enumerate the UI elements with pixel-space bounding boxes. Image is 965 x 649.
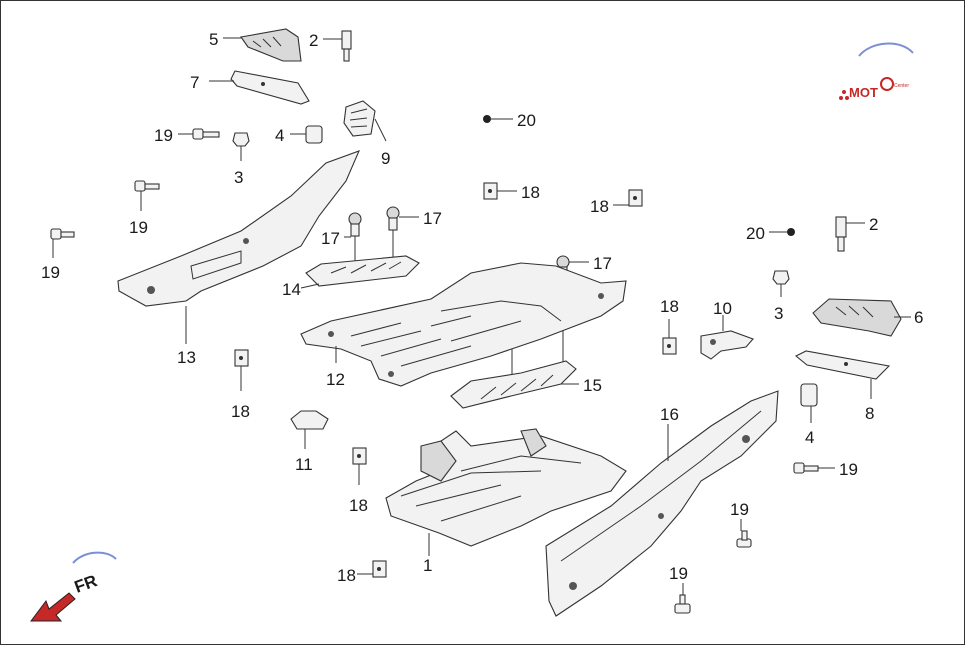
callout-4-right: 4 — [805, 428, 814, 447]
callout-5: 5 — [209, 30, 218, 49]
part-15-floor-mat — [450, 360, 577, 409]
part-18-clip-d — [662, 337, 677, 355]
front-direction-arrow: FR — [30, 551, 117, 622]
part-18-clip-a — [483, 182, 498, 200]
callout-19-c: 19 — [41, 263, 60, 282]
part-20-dot-right — [787, 228, 795, 236]
callout-18-f: 18 — [337, 566, 356, 585]
part-4-spacer-top — [305, 125, 323, 144]
callout-20-left: 20 — [517, 111, 536, 130]
part-1-under-cover — [385, 428, 627, 547]
part-19-screw-b — [134, 180, 160, 192]
part-20-dot-left — [483, 115, 491, 123]
callout-17-a: 17 — [321, 229, 340, 248]
callout-15: 15 — [583, 376, 602, 395]
callout-18-c: 18 — [231, 402, 250, 421]
callout-19-f: 19 — [669, 564, 688, 583]
part-19-screw-e — [736, 530, 752, 548]
callout-4-top: 4 — [275, 126, 284, 145]
part-18-clip-b — [628, 189, 643, 207]
part-2-pin-right — [835, 216, 847, 252]
part-19-screw-a — [192, 128, 220, 140]
part-12-floor-frame — [300, 262, 627, 387]
callout-11: 11 — [295, 455, 313, 474]
part-10-bracket — [700, 330, 754, 360]
callout-19-d: 19 — [839, 460, 858, 479]
part-9-clip — [343, 100, 376, 137]
callout-18-e: 18 — [349, 496, 368, 515]
part-13-side-cover — [117, 150, 361, 307]
part-19-screw-d — [793, 462, 819, 474]
part-17-bolt-b — [386, 206, 400, 257]
part-18-clip-e — [352, 447, 367, 465]
part-6-bracket — [812, 298, 902, 337]
part-3-nut-top — [232, 132, 250, 147]
callout-17-b: 17 — [423, 209, 442, 228]
part-4-spacer-right — [800, 383, 818, 407]
callout-12: 12 — [326, 370, 345, 389]
callout-18-b: 18 — [590, 197, 609, 216]
part-8-plate — [794, 350, 891, 380]
callout-1: 1 — [423, 556, 432, 575]
callout-18-d: 18 — [660, 297, 679, 316]
callout-20-right: 20 — [746, 224, 765, 243]
part-2-pin-top — [341, 30, 352, 62]
part-14-floor-mat — [305, 255, 420, 287]
callout-16: 16 — [660, 405, 679, 424]
part-18-clip-f — [372, 560, 387, 578]
callout-19-a: 19 — [154, 126, 173, 145]
callout-14: 14 — [282, 280, 301, 299]
callout-19-e: 19 — [730, 500, 749, 519]
callout-2-top: 2 — [309, 31, 318, 50]
part-17-bolt-a — [348, 212, 362, 263]
part-7-plate — [230, 70, 310, 105]
part-18-clip-c — [234, 349, 249, 367]
callout-13: 13 — [177, 348, 196, 367]
part-19-screw-f — [674, 594, 691, 614]
callout-9: 9 — [381, 149, 390, 168]
part-19-screw-c — [50, 228, 75, 240]
part-5-bracket — [240, 28, 302, 62]
brand-logo: MOT Center — [839, 42, 914, 100]
callout-3-right: 3 — [774, 304, 783, 323]
callout-7: 7 — [190, 73, 199, 92]
front-direction-label: FR — [72, 571, 100, 597]
part-11-cap — [290, 410, 329, 430]
callout-6: 6 — [914, 308, 923, 327]
callout-3-top: 3 — [234, 168, 243, 187]
logo-subtext: Center — [894, 83, 909, 89]
part-3-nut-right — [772, 270, 790, 285]
part-16-side-cover — [545, 390, 779, 617]
callout-10: 10 — [713, 299, 732, 318]
callout-2-right: 2 — [869, 215, 878, 234]
callout-18-a: 18 — [521, 183, 540, 202]
callout-8: 8 — [865, 404, 874, 423]
svg-text:MOT: MOT — [849, 85, 878, 100]
callout-19-b: 19 — [129, 218, 148, 237]
callout-17-c: 17 — [593, 254, 612, 273]
